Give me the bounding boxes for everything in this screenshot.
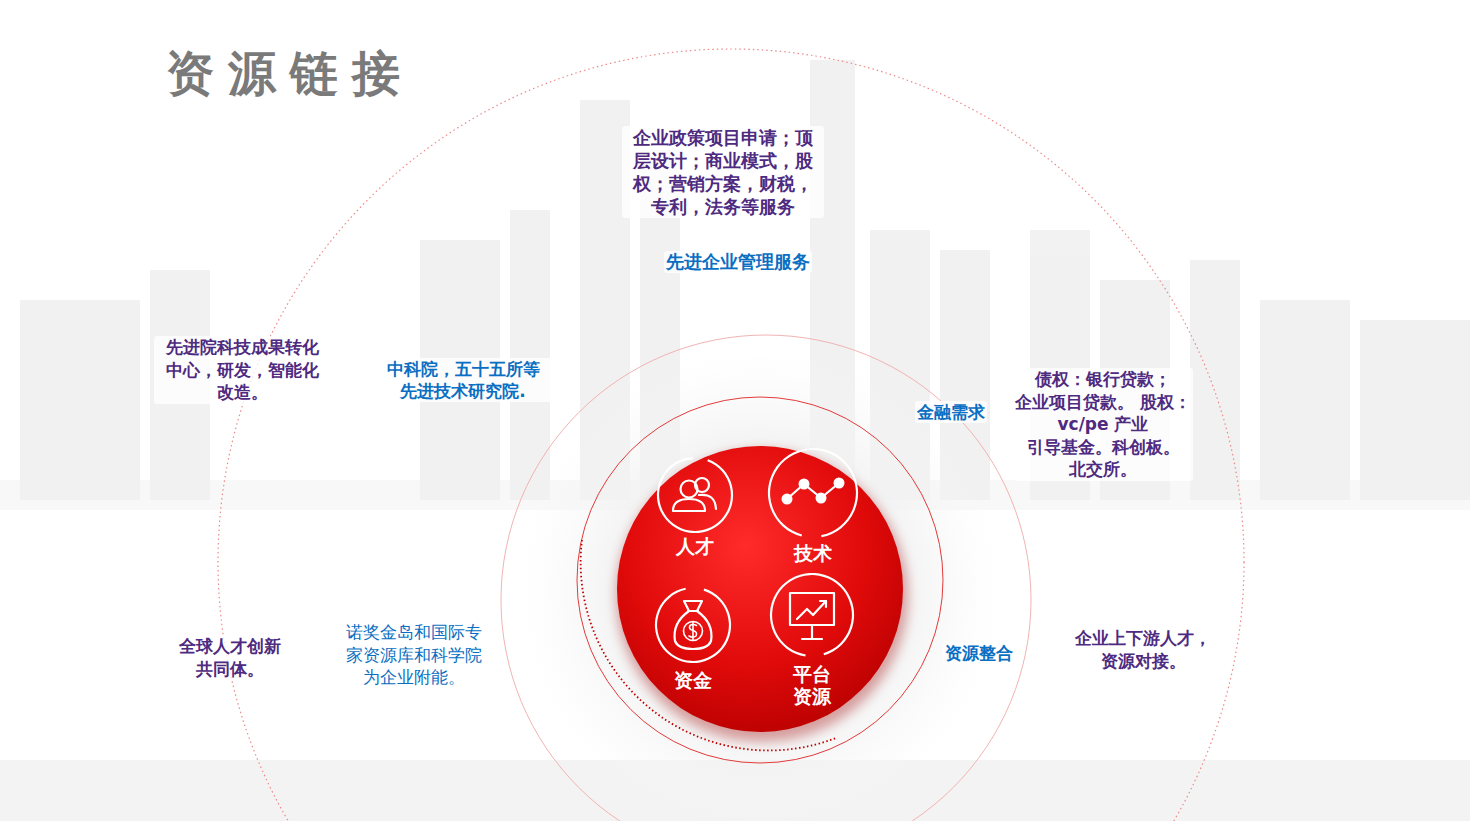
annotation-text: 金融需求 — [915, 401, 987, 423]
icon-circle — [763, 446, 863, 542]
node-text-holder: 人才 — [645, 455, 745, 557]
annotation-text: 全球人才创新 共同体。 — [170, 635, 290, 681]
icon-ring — [657, 457, 733, 533]
icon-circle — [762, 573, 862, 663]
icon-symbol — [782, 478, 845, 505]
node-label: 平台 资源 — [789, 663, 835, 707]
middle-ring — [501, 335, 1031, 821]
node-label: 人才 — [670, 535, 720, 557]
icon-ring — [768, 448, 858, 537]
red-core-disc — [617, 446, 903, 732]
node-text-holder: 平台 资源 — [762, 573, 862, 707]
annotation-text: 企业政策项目申请；顶 层设计；商业模式，股 权；营销方案，财税， 专利，法务等服… — [622, 126, 824, 218]
icon-circle — [643, 585, 743, 669]
node-text-holder: 资金 — [643, 585, 743, 691]
slide-title: 资源链接 — [166, 46, 414, 101]
annotation-text: 债权：银行贷款； 企业项目贷款。 股权：vc/pe 产业 引导基金。科创板。 北… — [1013, 368, 1193, 481]
node-text-holder: 技术 — [763, 446, 863, 564]
icon-ring — [655, 588, 731, 663]
annotation-text: 先进企业管理服务 — [664, 251, 812, 273]
annotation-text: 先进院科技成果转化 中心，研发，智能化 改造。 — [154, 336, 330, 404]
icon-circle — [645, 455, 745, 535]
icon-ring — [770, 573, 854, 657]
icon-symbol — [673, 478, 716, 511]
resource-icon-node: 平台 资源 — [762, 573, 862, 707]
inner-ring — [577, 397, 943, 763]
outer-dotted-ring — [218, 49, 1244, 821]
icon-symbol — [675, 601, 712, 649]
annotation-text: 企业上下游人才， 资源对接。 — [1063, 627, 1223, 673]
node-label: 技术 — [788, 542, 838, 564]
resource-icon-node: 资金 — [643, 585, 743, 691]
annotation-text: 诺奖金岛和国际专 家资源库和科学院 为企业附能。 — [334, 621, 494, 689]
icon-symbol — [790, 593, 834, 639]
annotation-text: 资源整合 — [943, 642, 1015, 664]
annotation-text: 中科院，五十五所等 先进技术研究院. — [374, 358, 552, 402]
node-label: 资金 — [668, 669, 718, 691]
resource-icon-node: 技术 — [763, 446, 863, 564]
resource-icon-node: 人才 — [645, 455, 745, 557]
grey-halo — [522, 352, 998, 821]
